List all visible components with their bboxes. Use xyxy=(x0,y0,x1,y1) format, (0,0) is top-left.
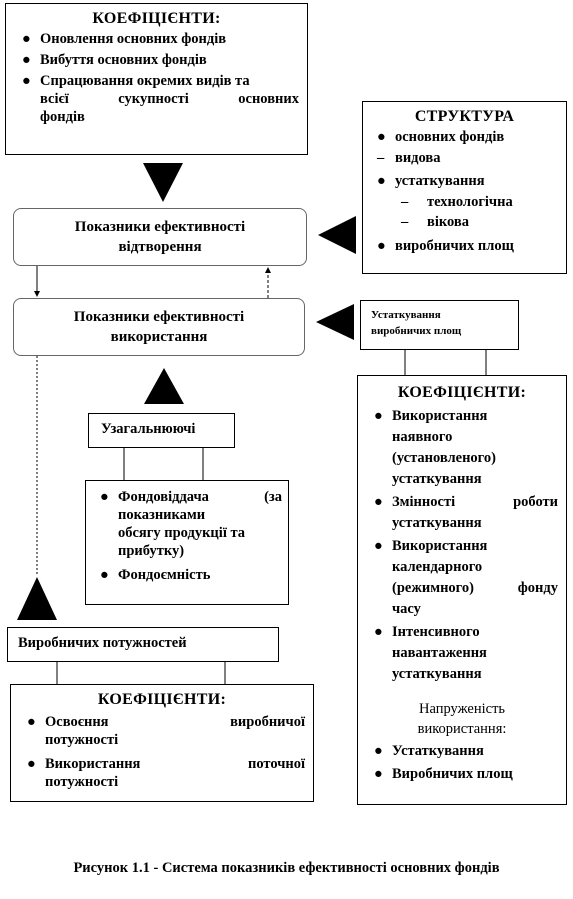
fund-return-box: ● Фондовіддача(за показниками обсягу про… xyxy=(85,480,289,605)
arrow-left-from-equipment-area xyxy=(316,304,354,340)
generalizing-label: Узагальнюючі xyxy=(101,421,196,437)
coef-right-tension-areas: ●Виробничих площ xyxy=(374,766,513,782)
reproduction-line2: відтворення xyxy=(118,239,202,255)
capacity-box: Виробничих потужностей xyxy=(7,627,279,662)
figure-caption: Рисунок 1.1 - Система показників ефектив… xyxy=(73,860,500,876)
coef-right-title: КОЕФІЦІЄНТИ: xyxy=(397,384,527,401)
coef-right-item-intensive-load: ● Інтенсивного навантаження устаткування xyxy=(374,624,487,682)
reproduction-line1: Показники ефективності xyxy=(74,219,246,235)
coef-top-title: КОЕФІЦІЄНТИ: xyxy=(92,10,221,27)
coef-top-item-disposal: ●Вибуття основних фондів xyxy=(22,52,207,68)
coef-right-tension-heading: Напруженість використання: xyxy=(417,701,507,737)
fund-return-item-capital-productivity: ● Фондовіддача(за показниками обсягу про… xyxy=(100,489,282,559)
arrow-left-from-structure xyxy=(318,216,356,254)
arrow-down-into-reproduction xyxy=(143,163,183,202)
fund-return-item-capital-intensity: ●Фондоємність xyxy=(100,567,211,583)
usage-line1: Показники ефективності xyxy=(73,309,245,325)
capacity-label: Виробничих потужностей xyxy=(18,635,187,651)
arrow-up-from-generalizing xyxy=(144,368,184,404)
usage-line2: використання xyxy=(110,329,208,345)
reproduction-indicators-box: Показники ефективності відтворення xyxy=(13,208,307,266)
coef-top-box: КОЕФІЦІЄНТИ: ●Оновлення основних фондів … xyxy=(5,3,308,155)
structure-title: СТРУКТУРА xyxy=(414,108,515,125)
coef-right-item-calendar-fund: ● Використання календарного (режимного)ф… xyxy=(374,538,558,617)
structure-item-areas: ●виробничих площ xyxy=(377,238,514,254)
usage-indicators-box: Показники ефективності використання xyxy=(13,298,305,356)
structure-item-equipment: ●устаткування xyxy=(377,173,485,189)
coef-bottom-title: КОЕФІЦІЄНТИ: xyxy=(97,691,227,708)
arrow-up-from-capacity xyxy=(17,577,57,620)
structure-item-type: –видова xyxy=(377,150,441,166)
coef-right-item-available-equipment: ● Використання наявного (установленого) … xyxy=(374,408,496,487)
structure-sub-age: –вікова xyxy=(401,214,469,230)
structure-item-fixed-assets: ●основних фондів xyxy=(377,129,505,145)
generalizing-box: Узагальнюючі xyxy=(88,413,235,448)
structure-sub-technological: –технологічна xyxy=(401,194,513,210)
equipment-area-box: Устаткування виробничих площ xyxy=(360,300,519,350)
structure-box: СТРУКТУРА ●основних фондів –видова ●уста… xyxy=(362,101,567,274)
equipment-area-line2: виробничих площ xyxy=(371,325,462,337)
equipment-area-line1: Устаткування xyxy=(371,309,441,321)
coef-right-box: КОЕФІЦІЄНТИ: ● Використання наявного (ус… xyxy=(357,375,567,805)
coef-top-item-renewal: ●Оновлення основних фондів xyxy=(22,31,227,47)
coef-right-tension-equipment: ●Устаткування xyxy=(374,743,484,759)
